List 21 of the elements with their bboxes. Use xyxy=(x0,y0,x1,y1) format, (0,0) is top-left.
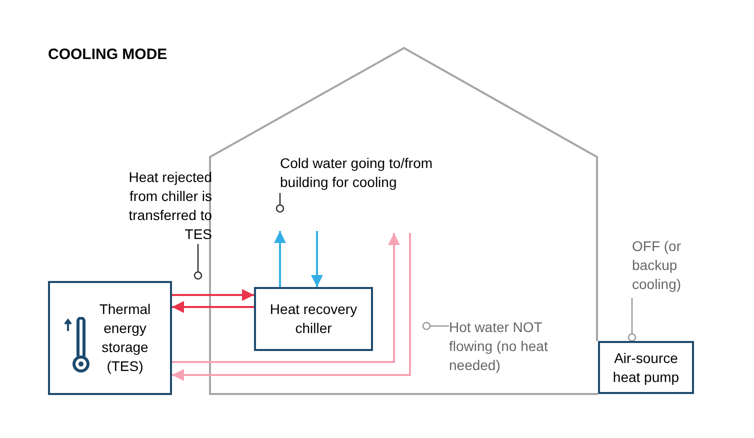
component-box xyxy=(254,287,373,351)
callout-text: Heat rejected from chiller is transferred to TES xyxy=(104,168,212,244)
callout-text: OFF (or backup cooling) xyxy=(632,237,724,294)
leader-line xyxy=(628,298,636,342)
component-label: Thermal energy storage (TES) xyxy=(98,300,152,376)
leader-line xyxy=(422,322,449,330)
arrow xyxy=(274,231,286,287)
arrow xyxy=(172,233,411,381)
component-label: Heat recovery chiller xyxy=(268,300,358,338)
callout-text: Cold water going to/from building for cooling xyxy=(280,154,480,192)
component-box xyxy=(598,341,694,394)
diagram-title: COOLING MODE xyxy=(48,45,168,65)
arrow xyxy=(311,231,323,287)
leader-line xyxy=(276,193,284,213)
arrow xyxy=(172,233,400,363)
leader-line xyxy=(194,244,202,280)
component-label: Air-source heat pump xyxy=(612,348,680,386)
component-box xyxy=(48,281,172,395)
callout-text: Hot water NOT flowing (no heat needed) xyxy=(449,318,589,375)
arrow xyxy=(172,289,254,301)
arrow xyxy=(172,301,254,313)
